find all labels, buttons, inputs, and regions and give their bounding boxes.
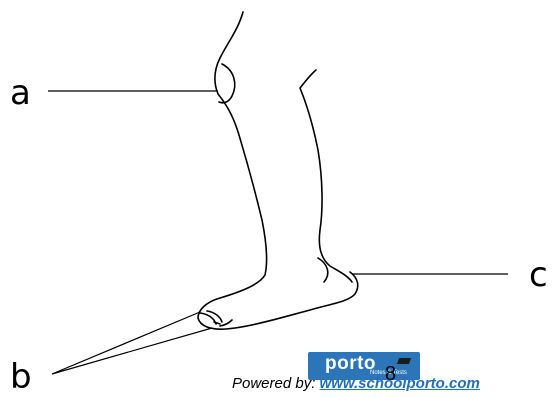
toe-outline (200, 311, 232, 326)
footer-prefix: Powered by: (232, 375, 320, 392)
kneecap-outline (219, 64, 235, 103)
logo-word: porto (325, 353, 376, 375)
label-b: b (10, 360, 32, 394)
graduation-cap-icon (397, 358, 411, 364)
pointer-line-b-upper (52, 312, 200, 374)
label-a: a (10, 76, 31, 110)
leg-back-outline (300, 70, 352, 282)
footer-link[interactable]: www.schoolporto.com (320, 375, 480, 392)
footer-credit: Powered by: www.schoolporto.com (232, 375, 480, 392)
label-c: c (529, 258, 548, 292)
pointer-line-b-lower (52, 328, 212, 374)
leg-front-outline (198, 12, 358, 329)
